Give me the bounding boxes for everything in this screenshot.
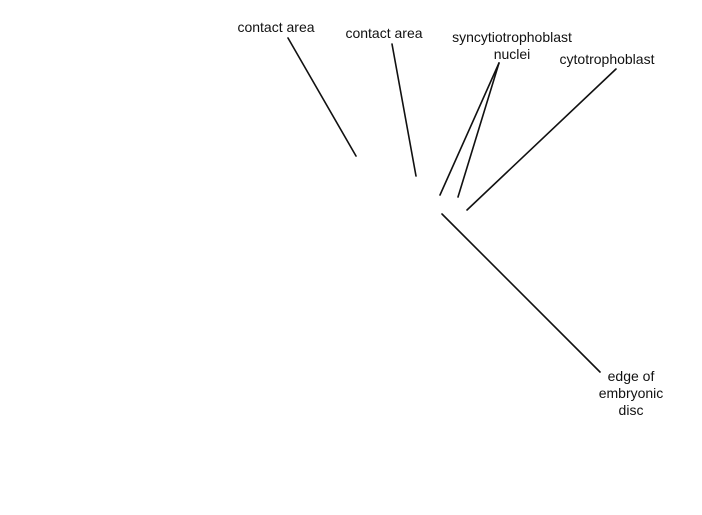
leader-line-syncytiotrophoblast-b	[457, 62, 500, 198]
label-edge-line2: embryonic	[598, 385, 664, 401]
label-cytotrophoblast-text: cytotrophoblast	[559, 51, 655, 67]
leader-line-syncytiotrophoblast-a	[439, 62, 500, 196]
label-syncytiotrophoblast-line2: nuclei	[493, 46, 531, 62]
label-contact-area-2: contact area	[334, 25, 434, 42]
label-syncytiotrophoblast-nuclei: syncytiotrophoblast nuclei	[436, 29, 588, 63]
label-cytotrophoblast: cytotrophoblast	[540, 51, 674, 68]
leader-line-contact-area-1	[287, 37, 357, 157]
leader-line-cytotrophoblast	[466, 68, 617, 211]
label-edge-line3: disc	[618, 402, 644, 418]
label-contact-area-1: contact area	[226, 19, 326, 36]
leader-line-contact-area-2	[391, 43, 417, 177]
label-contact-area-1-text: contact area	[237, 19, 315, 35]
label-edge-line1: edge of	[607, 368, 655, 384]
label-contact-area-2-text: contact area	[345, 25, 423, 41]
leader-line-edge-of-embryonic-disc	[441, 213, 601, 373]
label-syncytiotrophoblast-line1: syncytiotrophoblast	[452, 29, 572, 45]
label-edge-of-embryonic-disc: edge of embryonic disc	[586, 368, 676, 419]
